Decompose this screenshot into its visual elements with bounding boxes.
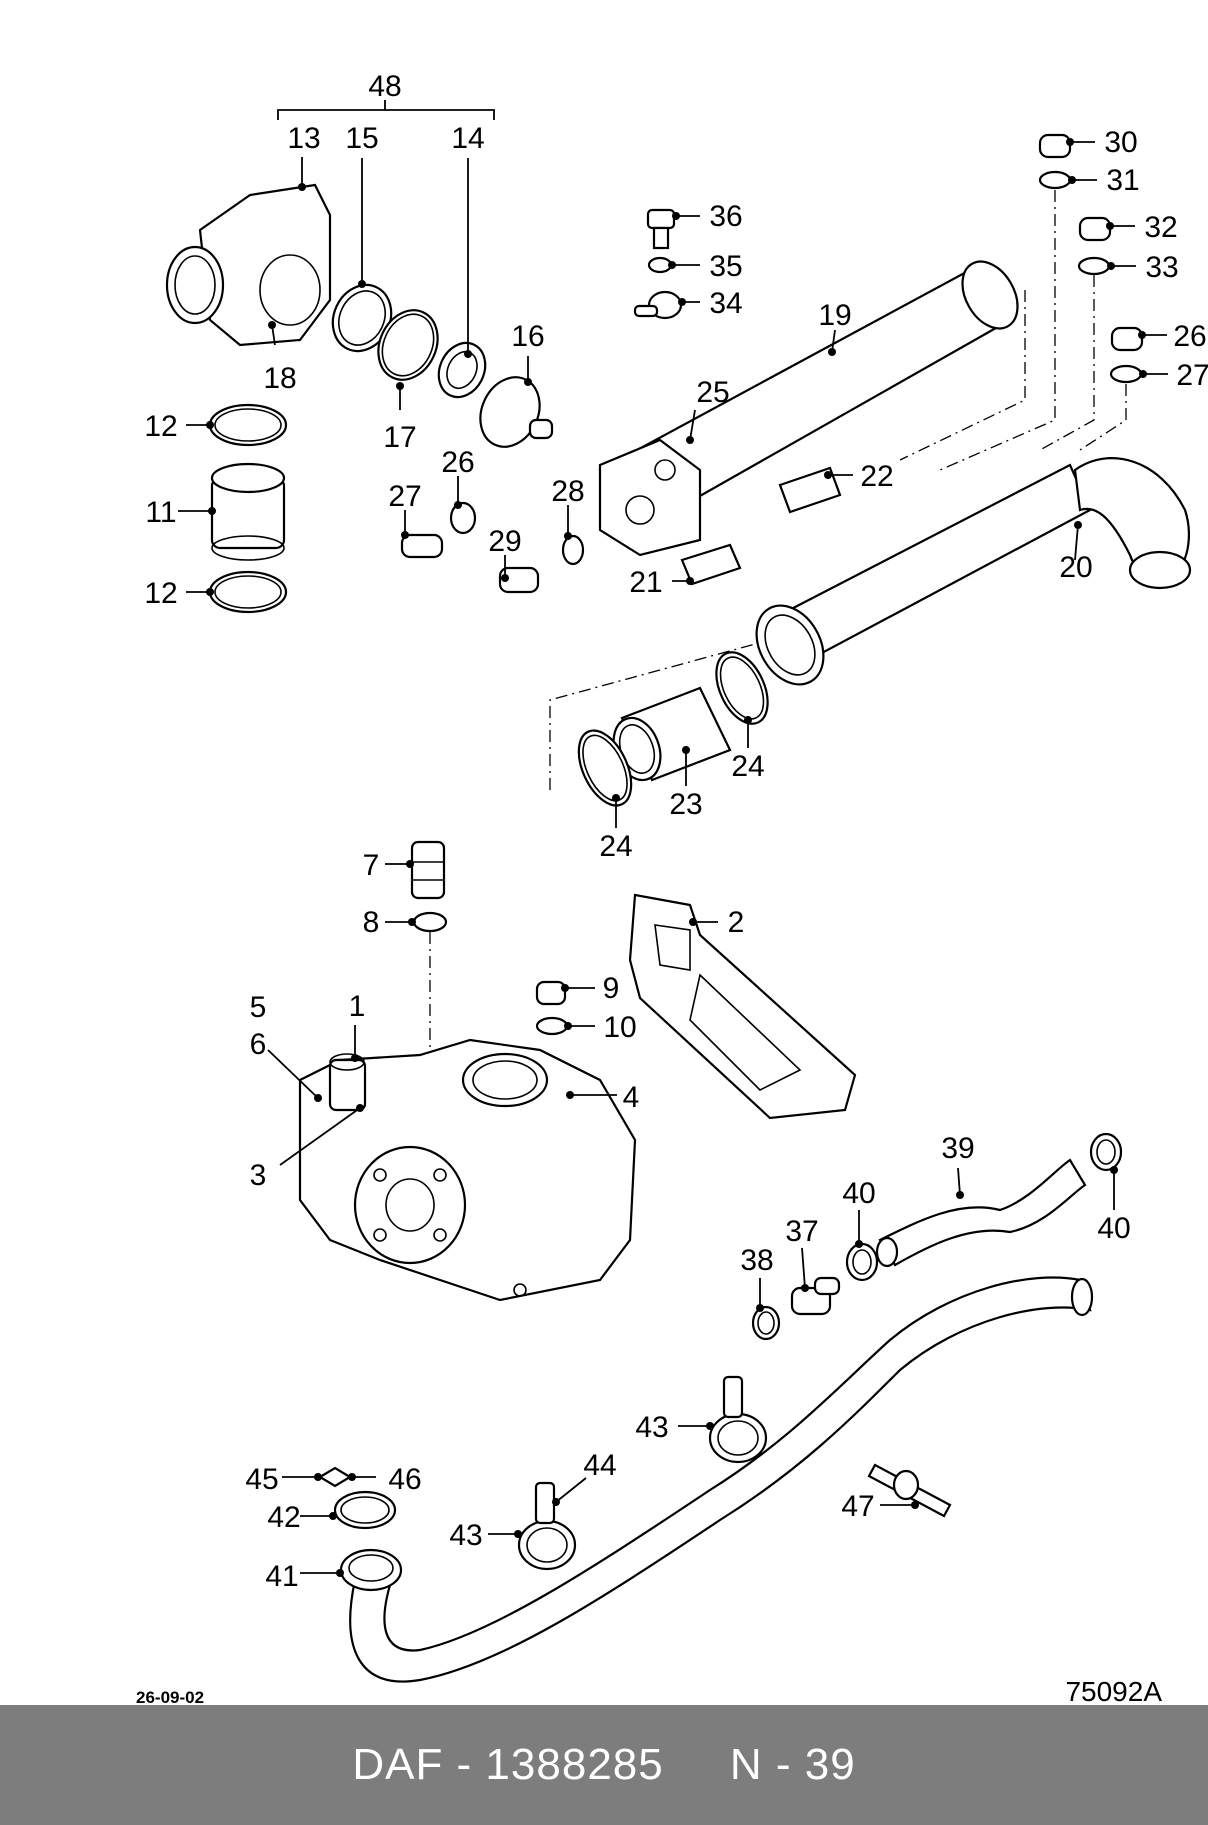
callout-label-10: 10 [603,1011,636,1044]
callout-label-46: 46 [388,1463,421,1496]
callout-label-27: 27 [1176,359,1208,392]
callout-label-12: 12 [144,577,177,610]
callout-label-16: 16 [511,320,544,353]
callout-label-15: 15 [345,122,378,155]
callout-label-13: 13 [287,122,320,155]
callout-label-41: 41 [265,1560,298,1593]
callout-label-4: 4 [623,1081,640,1114]
callout-label-22: 22 [860,460,893,493]
callout-label-36: 36 [709,200,742,233]
callout-label-45: 45 [245,1463,278,1496]
water-pump-group [267,840,857,1302]
hose-group [282,1132,1123,1683]
callout-label-1: 1 [349,990,366,1023]
callout-label-2: 2 [728,906,745,939]
callout-label-3: 3 [250,1159,267,1192]
callout-label-48: 48 [368,70,401,103]
callout-label-44: 44 [583,1449,616,1482]
callout-label-6: 6 [250,1028,267,1061]
callout-label-40: 40 [842,1177,875,1210]
callout-label-8: 8 [363,906,380,939]
callout-label-26: 26 [441,446,474,479]
callout-label-28: 28 [551,475,584,508]
callout-label-30: 30 [1104,126,1137,159]
drawing-number: 75092A [1065,1676,1162,1707]
callout-label-34: 34 [709,287,742,320]
callout-label-24: 24 [731,750,764,783]
callout-label-47: 47 [841,1490,874,1523]
callout-label-31: 31 [1106,164,1139,197]
callout-label-11: 11 [145,496,176,529]
callout-label-14: 14 [451,122,484,155]
callout-label-23: 23 [669,788,702,821]
footer-bar: DAF - 1388285 N - 39 [0,1705,1208,1825]
callout-label-29: 29 [488,525,521,558]
callout-label-18: 18 [263,362,296,395]
part-caption: DAF - 1388285 N - 39 [352,1740,856,1789]
callout-label-40: 40 [1097,1212,1130,1245]
callout-label-5: 5 [250,991,267,1024]
callout-label-37: 37 [785,1215,818,1248]
coolant-pipe-group [549,133,1192,828]
callout-label-21: 21 [629,566,662,599]
callout-label-43: 43 [635,1411,668,1444]
callout-label-7: 7 [363,849,380,882]
thermostat-housing-group [165,100,585,614]
revision-date: 26-09-02 [136,1688,205,1707]
callout-label-9: 9 [603,972,620,1005]
callout-label-26: 26 [1173,320,1206,353]
callout-label-43: 43 [449,1519,482,1552]
callout-label-42: 42 [267,1501,300,1534]
callout-label-27: 27 [388,480,421,513]
callout-label-35: 35 [709,250,742,283]
callout-label-24: 24 [599,830,632,863]
callout-label-19: 19 [818,299,851,332]
callout-label-38: 38 [740,1244,773,1277]
exploded-parts-diagram: 4813151416181712111226272928363534192522… [144,70,1208,1683]
callout-label-20: 20 [1059,551,1092,584]
callout-label-39: 39 [941,1132,974,1165]
callout-label-12: 12 [144,410,177,443]
callout-label-17: 17 [383,421,416,454]
callout-label-25: 25 [696,376,729,409]
callout-label-33: 33 [1145,251,1178,284]
callout-label-32: 32 [1144,211,1177,244]
